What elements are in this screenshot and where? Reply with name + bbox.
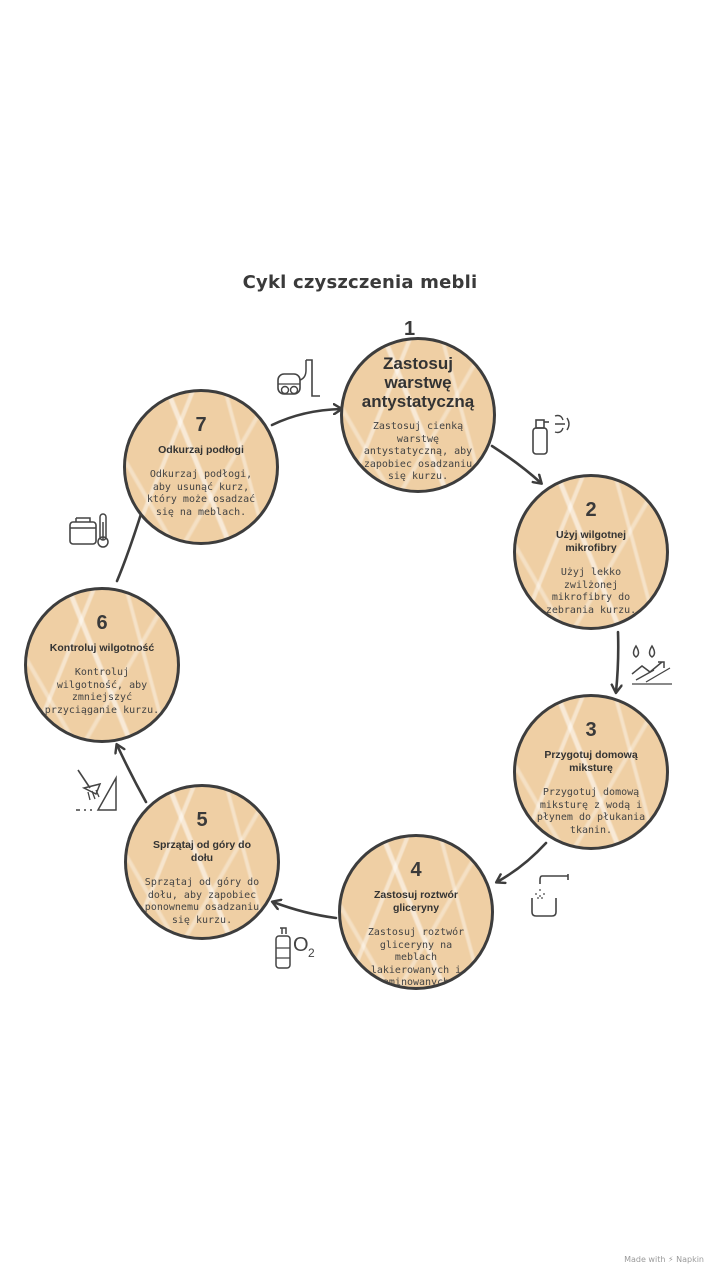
arrow-5-to-6	[117, 745, 148, 804]
step-1-node: Zastosuj warstwę antystatyczną Zastosuj …	[340, 337, 496, 493]
broom-icon	[76, 769, 117, 811]
water-drops-icon	[631, 644, 672, 685]
tap-bowl-icon	[531, 874, 569, 917]
step-4-number: 4	[410, 859, 422, 881]
step-4-description: Zastosuj roztwór gliceryny na meblach la…	[367, 927, 465, 988]
step-3-number: 3	[585, 719, 597, 741]
step-7-heading: Odkurzaj podłogi	[158, 444, 244, 456]
humidity-thermometer-icon	[69, 513, 109, 548]
arrow-4-to-5	[273, 902, 338, 920]
arrow-1-to-2	[490, 444, 541, 483]
step-5-heading: Sprzątaj od góry do dołu	[152, 839, 251, 864]
step-3-heading: Przygotuj domową miksturę	[544, 749, 638, 774]
step-1-number: 1	[404, 318, 416, 340]
footer-credit: Made with ⚡ Napkin	[624, 1255, 704, 1264]
step-6-node: 6 Kontroluj wilgotność Kontroluj wilgotn…	[24, 587, 180, 743]
step-4-node: 4 Zastosuj roztwór gliceryny Zastosuj ro…	[338, 834, 494, 990]
step-6-description: Kontroluj wilgotność, aby zmniejszyć prz…	[44, 667, 160, 716]
step-7-number: 7	[195, 414, 207, 436]
step-3-node: 3 Przygotuj domową miksturę Przygotuj do…	[513, 694, 669, 850]
step-7-node: 7 Odkurzaj podłogi Odkurzaj podłogi, aby…	[123, 389, 279, 545]
arrow-3-to-4	[497, 841, 548, 882]
glycerin-bottle-icon: O 2	[272, 926, 322, 970]
step-7-description: Odkurzaj podłogi, aby usunąć kurz, który…	[146, 469, 256, 518]
step-5-node: 5 Sprzątaj od góry do dołu Sprzątaj od g…	[124, 784, 280, 940]
spray-bottle-icon	[532, 414, 570, 455]
step-1-description: Zastosuj cienką warstwę antystatyczną, a…	[363, 421, 473, 482]
o2-label: O	[293, 934, 309, 956]
step-1-heading: Zastosuj warstwę antystatyczną	[361, 354, 475, 411]
step-2-description: Użyj lekko zwilżonej mikrofibry do zebra…	[545, 567, 637, 616]
step-2-heading: Użyj wilgotnej mikrofibry	[555, 529, 626, 554]
vacuum-cleaner-icon	[277, 359, 320, 397]
step-4-heading: Zastosuj roztwór gliceryny	[373, 889, 458, 914]
step-5-description: Sprzątaj od góry do dołu, aby zapobiec p…	[144, 877, 260, 926]
arrow-2-to-3	[616, 630, 618, 692]
step-6-heading: Kontroluj wilgotność	[49, 642, 155, 654]
step-5-number: 5	[196, 809, 208, 831]
diagram-title: Cykl czyszczenia mebli	[242, 272, 478, 293]
o2-subscript: 2	[308, 946, 315, 960]
step-3-description: Przygotuj domową miksturę z wodą i płyne…	[536, 787, 646, 836]
step-6-number: 6	[96, 612, 108, 634]
step-2-number: 2	[585, 499, 597, 521]
step-2-node: 2 Użyj wilgotnej mikrofibry Użyj lekko z…	[513, 474, 669, 630]
arrow-7-to-1	[270, 409, 341, 427]
